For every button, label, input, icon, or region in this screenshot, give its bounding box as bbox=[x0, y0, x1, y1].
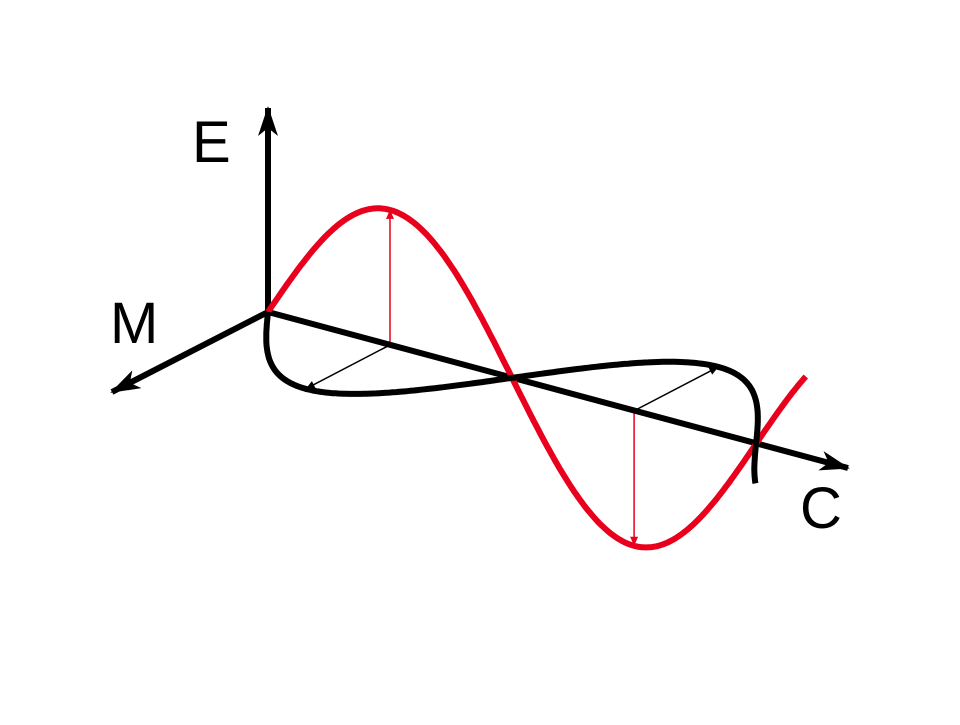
magnetic-wave bbox=[263, 310, 761, 485]
electric-field-vector-head bbox=[630, 536, 639, 546]
magnetic-field-vector bbox=[633, 366, 719, 412]
electric-wave bbox=[265, 205, 809, 551]
electric-axis-label: E bbox=[192, 110, 231, 175]
propagation-axis bbox=[267, 309, 850, 471]
magnetic-field-vector bbox=[305, 344, 391, 390]
magnetic-axis bbox=[110, 309, 270, 395]
magnetic-axis-label: M bbox=[110, 291, 158, 356]
electric-field-vectors bbox=[386, 209, 639, 546]
propagation-axis-label: C bbox=[800, 476, 842, 541]
electric-field-vector-head bbox=[386, 209, 394, 219]
